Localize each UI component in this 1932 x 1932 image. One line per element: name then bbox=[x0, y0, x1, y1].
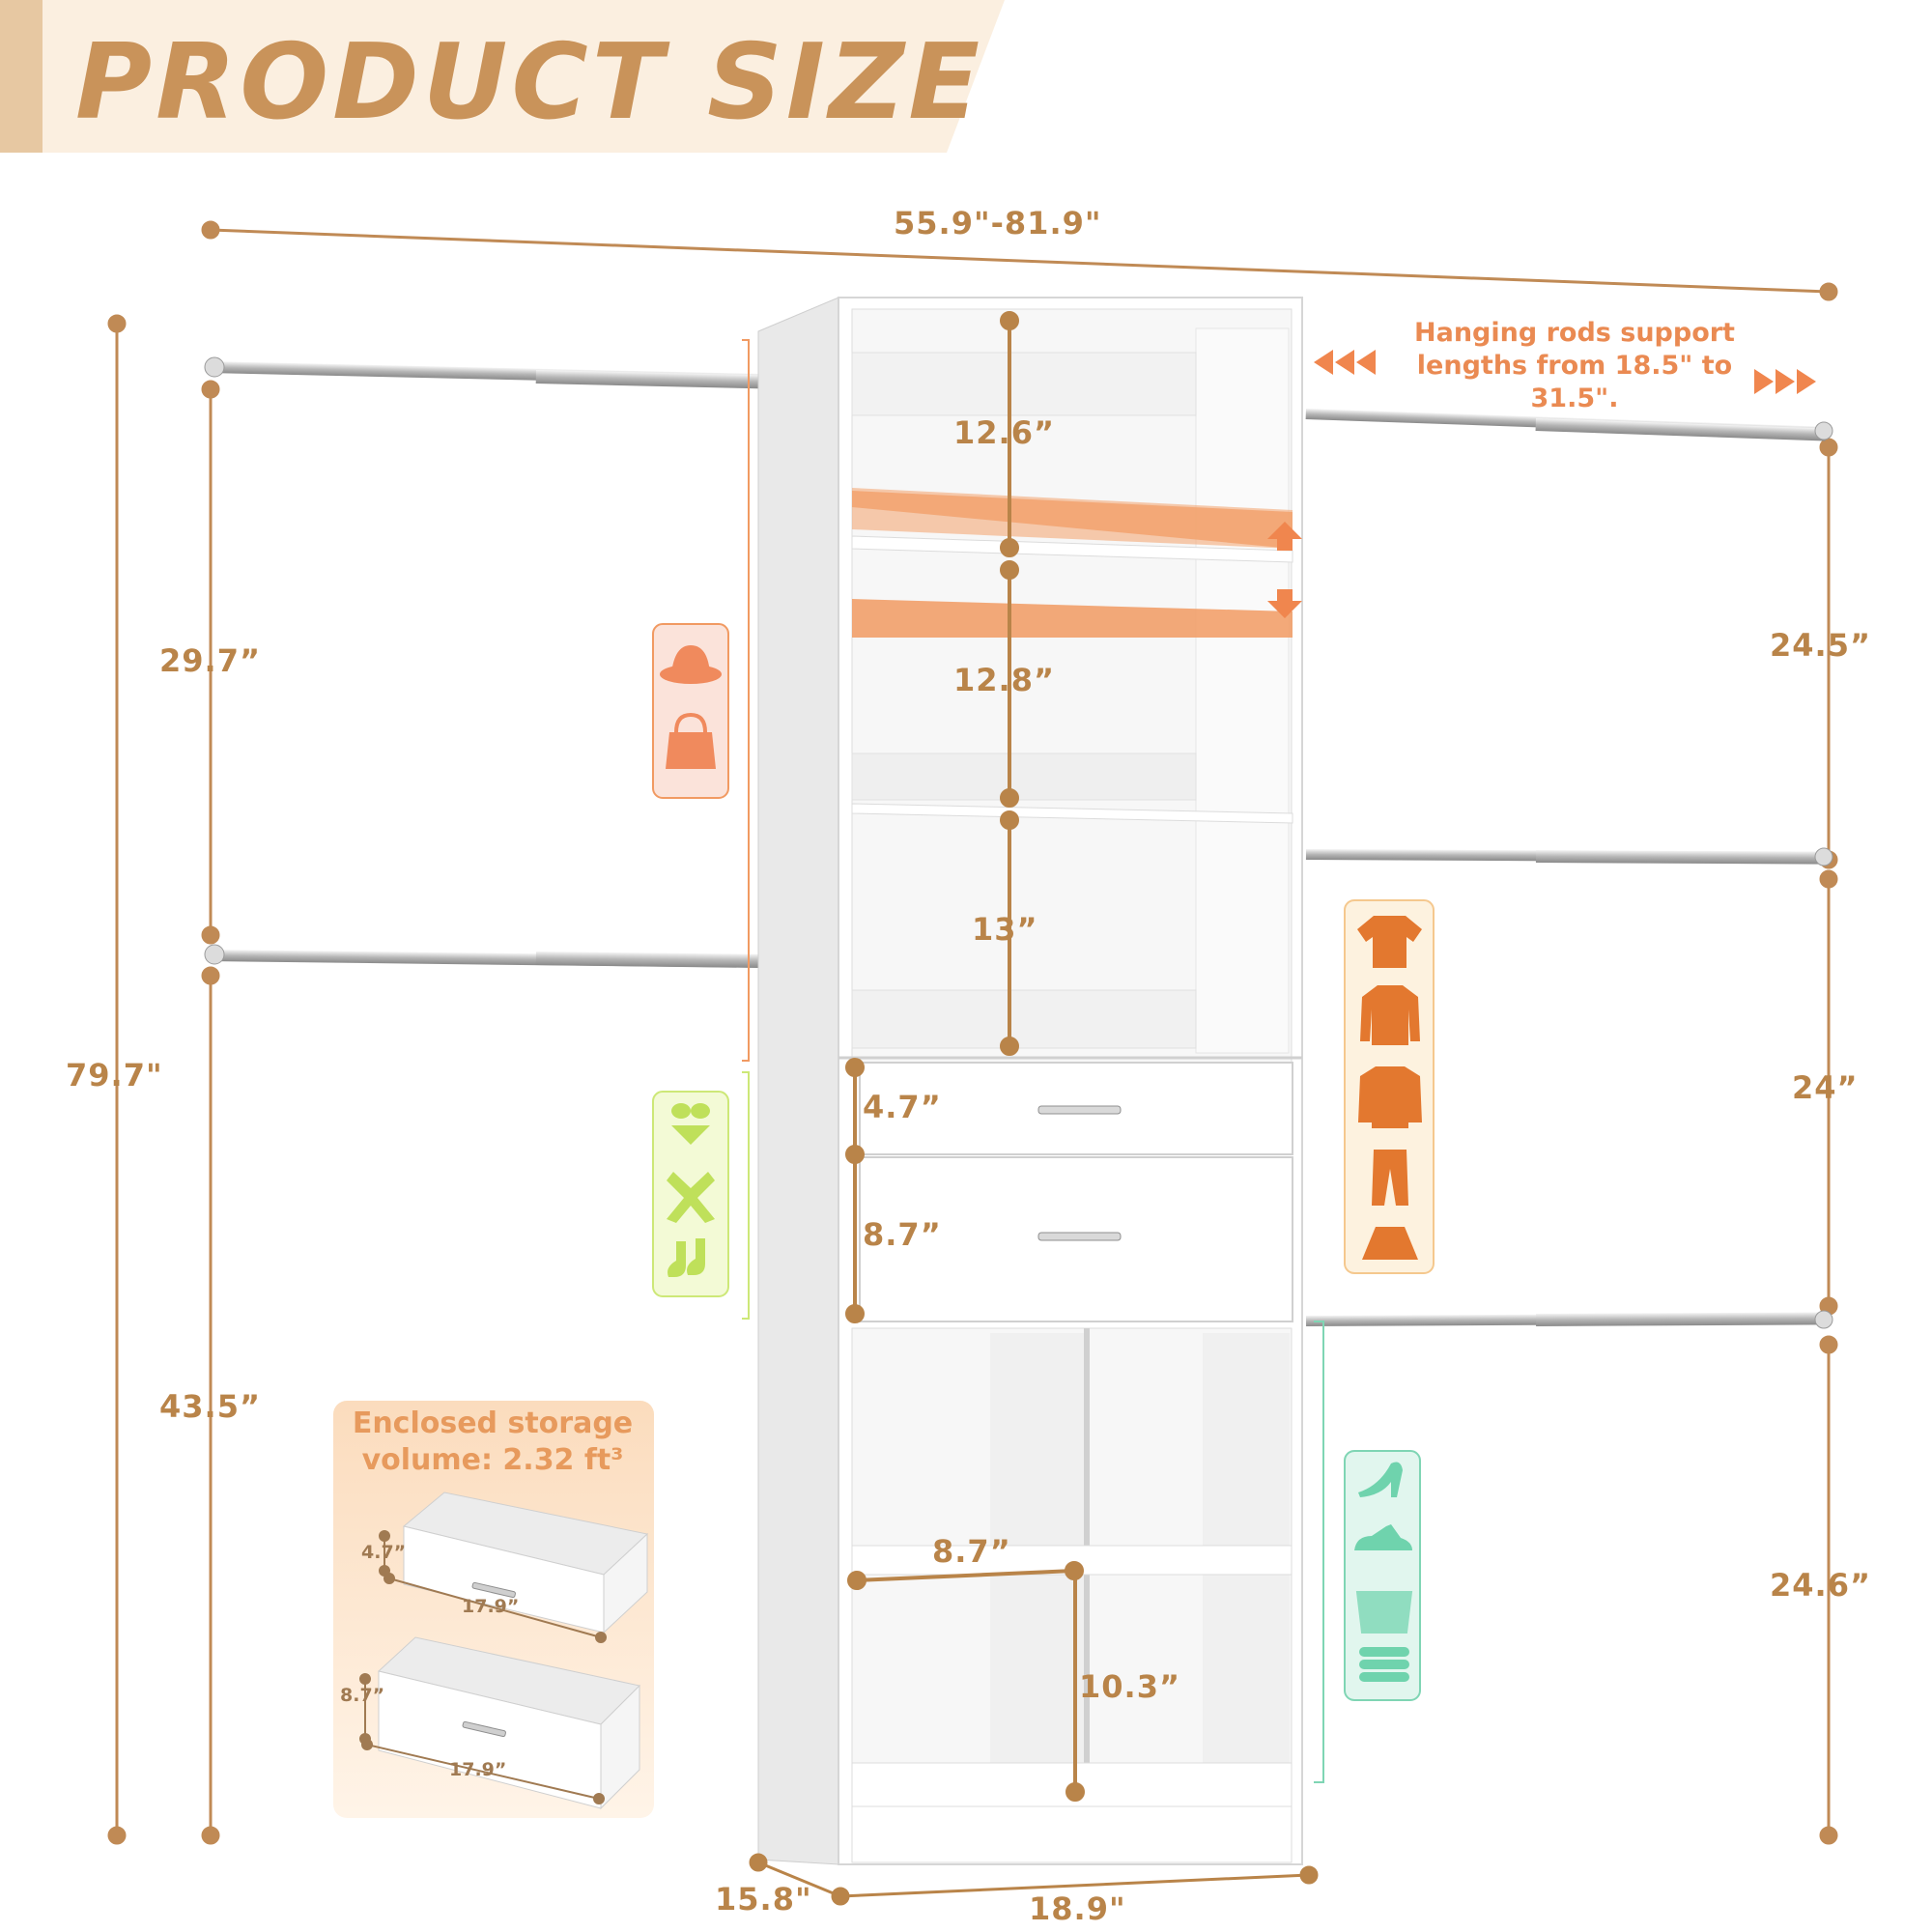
left-hanging-rods bbox=[204, 356, 818, 971]
total-height-label: 79.7" bbox=[66, 1057, 163, 1094]
small-drawer-height-label: 4.7” bbox=[863, 1089, 942, 1125]
closet-tower bbox=[757, 297, 1303, 1865]
shelf-gap-1-label: 12.6” bbox=[953, 414, 1055, 451]
clothes-panel bbox=[1344, 899, 1435, 1274]
pants-icon bbox=[1372, 1150, 1408, 1206]
right-lower-label: 24.6” bbox=[1770, 1567, 1871, 1604]
page-title: PRODUCT SIZE bbox=[75, 22, 984, 143]
right-middle-label: 24” bbox=[1792, 1069, 1859, 1106]
scarf-icon bbox=[667, 1172, 715, 1223]
base-dimension-lines bbox=[749, 1853, 1319, 1906]
right-section-lines bbox=[1819, 438, 1838, 1845]
large-drawer-height-label: 8.7” bbox=[863, 1216, 942, 1253]
total-height-line bbox=[107, 314, 127, 1845]
hanging-rods-note: Hanging rods support lengths from 18.5" … bbox=[1414, 318, 1735, 413]
depth-label: 15.8" bbox=[715, 1881, 812, 1918]
jacket-icon bbox=[1358, 1066, 1422, 1128]
section-brackets bbox=[742, 339, 1324, 1783]
rod-adjust-arrows bbox=[1314, 350, 1816, 394]
tower-dimension-lines bbox=[845, 311, 1085, 1802]
right-hanging-rods bbox=[1305, 409, 1833, 1329]
drawer-large-height-label: 8.7” bbox=[340, 1685, 385, 1706]
title-banner bbox=[0, 0, 1005, 153]
drawer-small-height-label: 4.7” bbox=[361, 1542, 407, 1563]
shoe-icon bbox=[1354, 1524, 1412, 1550]
handbag-icon bbox=[666, 712, 716, 769]
skirt-icon bbox=[1362, 1227, 1418, 1260]
overall-width-line bbox=[201, 220, 1838, 301]
storage-bin-icon bbox=[1355, 1591, 1413, 1634]
socks-icon bbox=[668, 1238, 705, 1277]
tshirt-icon bbox=[1357, 916, 1422, 968]
hats-bags-panel bbox=[652, 623, 729, 799]
storage-volume-note: Enclosed storage volume: 2.32 ft³ bbox=[352, 1406, 634, 1477]
drawer-large-width-label: 17.9” bbox=[449, 1759, 507, 1780]
drawer-dimension-lines bbox=[359, 1530, 607, 1804]
accessories-panel bbox=[652, 1091, 729, 1297]
overall-width-label: 55.9"-81.9" bbox=[894, 205, 1102, 242]
shoes-storage-panel bbox=[1344, 1450, 1421, 1701]
shirt-icon bbox=[1360, 985, 1420, 1045]
bikini-icon bbox=[671, 1103, 710, 1145]
cube-height-label: 10.3” bbox=[1079, 1668, 1180, 1705]
left-lower-label: 43.5” bbox=[159, 1388, 261, 1425]
high-heel-icon bbox=[1358, 1462, 1403, 1497]
right-upper-label: 24.5” bbox=[1770, 627, 1871, 664]
drawer-illustrations bbox=[377, 1492, 649, 1810]
tower-width-label: 18.9" bbox=[1029, 1890, 1126, 1927]
cube-width-label: 8.7” bbox=[932, 1533, 1011, 1570]
shelf-gap-2-label: 12.8” bbox=[953, 662, 1055, 698]
shelf-gap-3-label: 13” bbox=[972, 911, 1038, 948]
left-upper-label: 29.7” bbox=[159, 642, 261, 679]
folded-towels-icon bbox=[1359, 1647, 1409, 1682]
hat-icon bbox=[660, 645, 722, 684]
drawer-small-width-label: 17.9” bbox=[462, 1596, 520, 1617]
left-section-lines bbox=[201, 380, 220, 1845]
